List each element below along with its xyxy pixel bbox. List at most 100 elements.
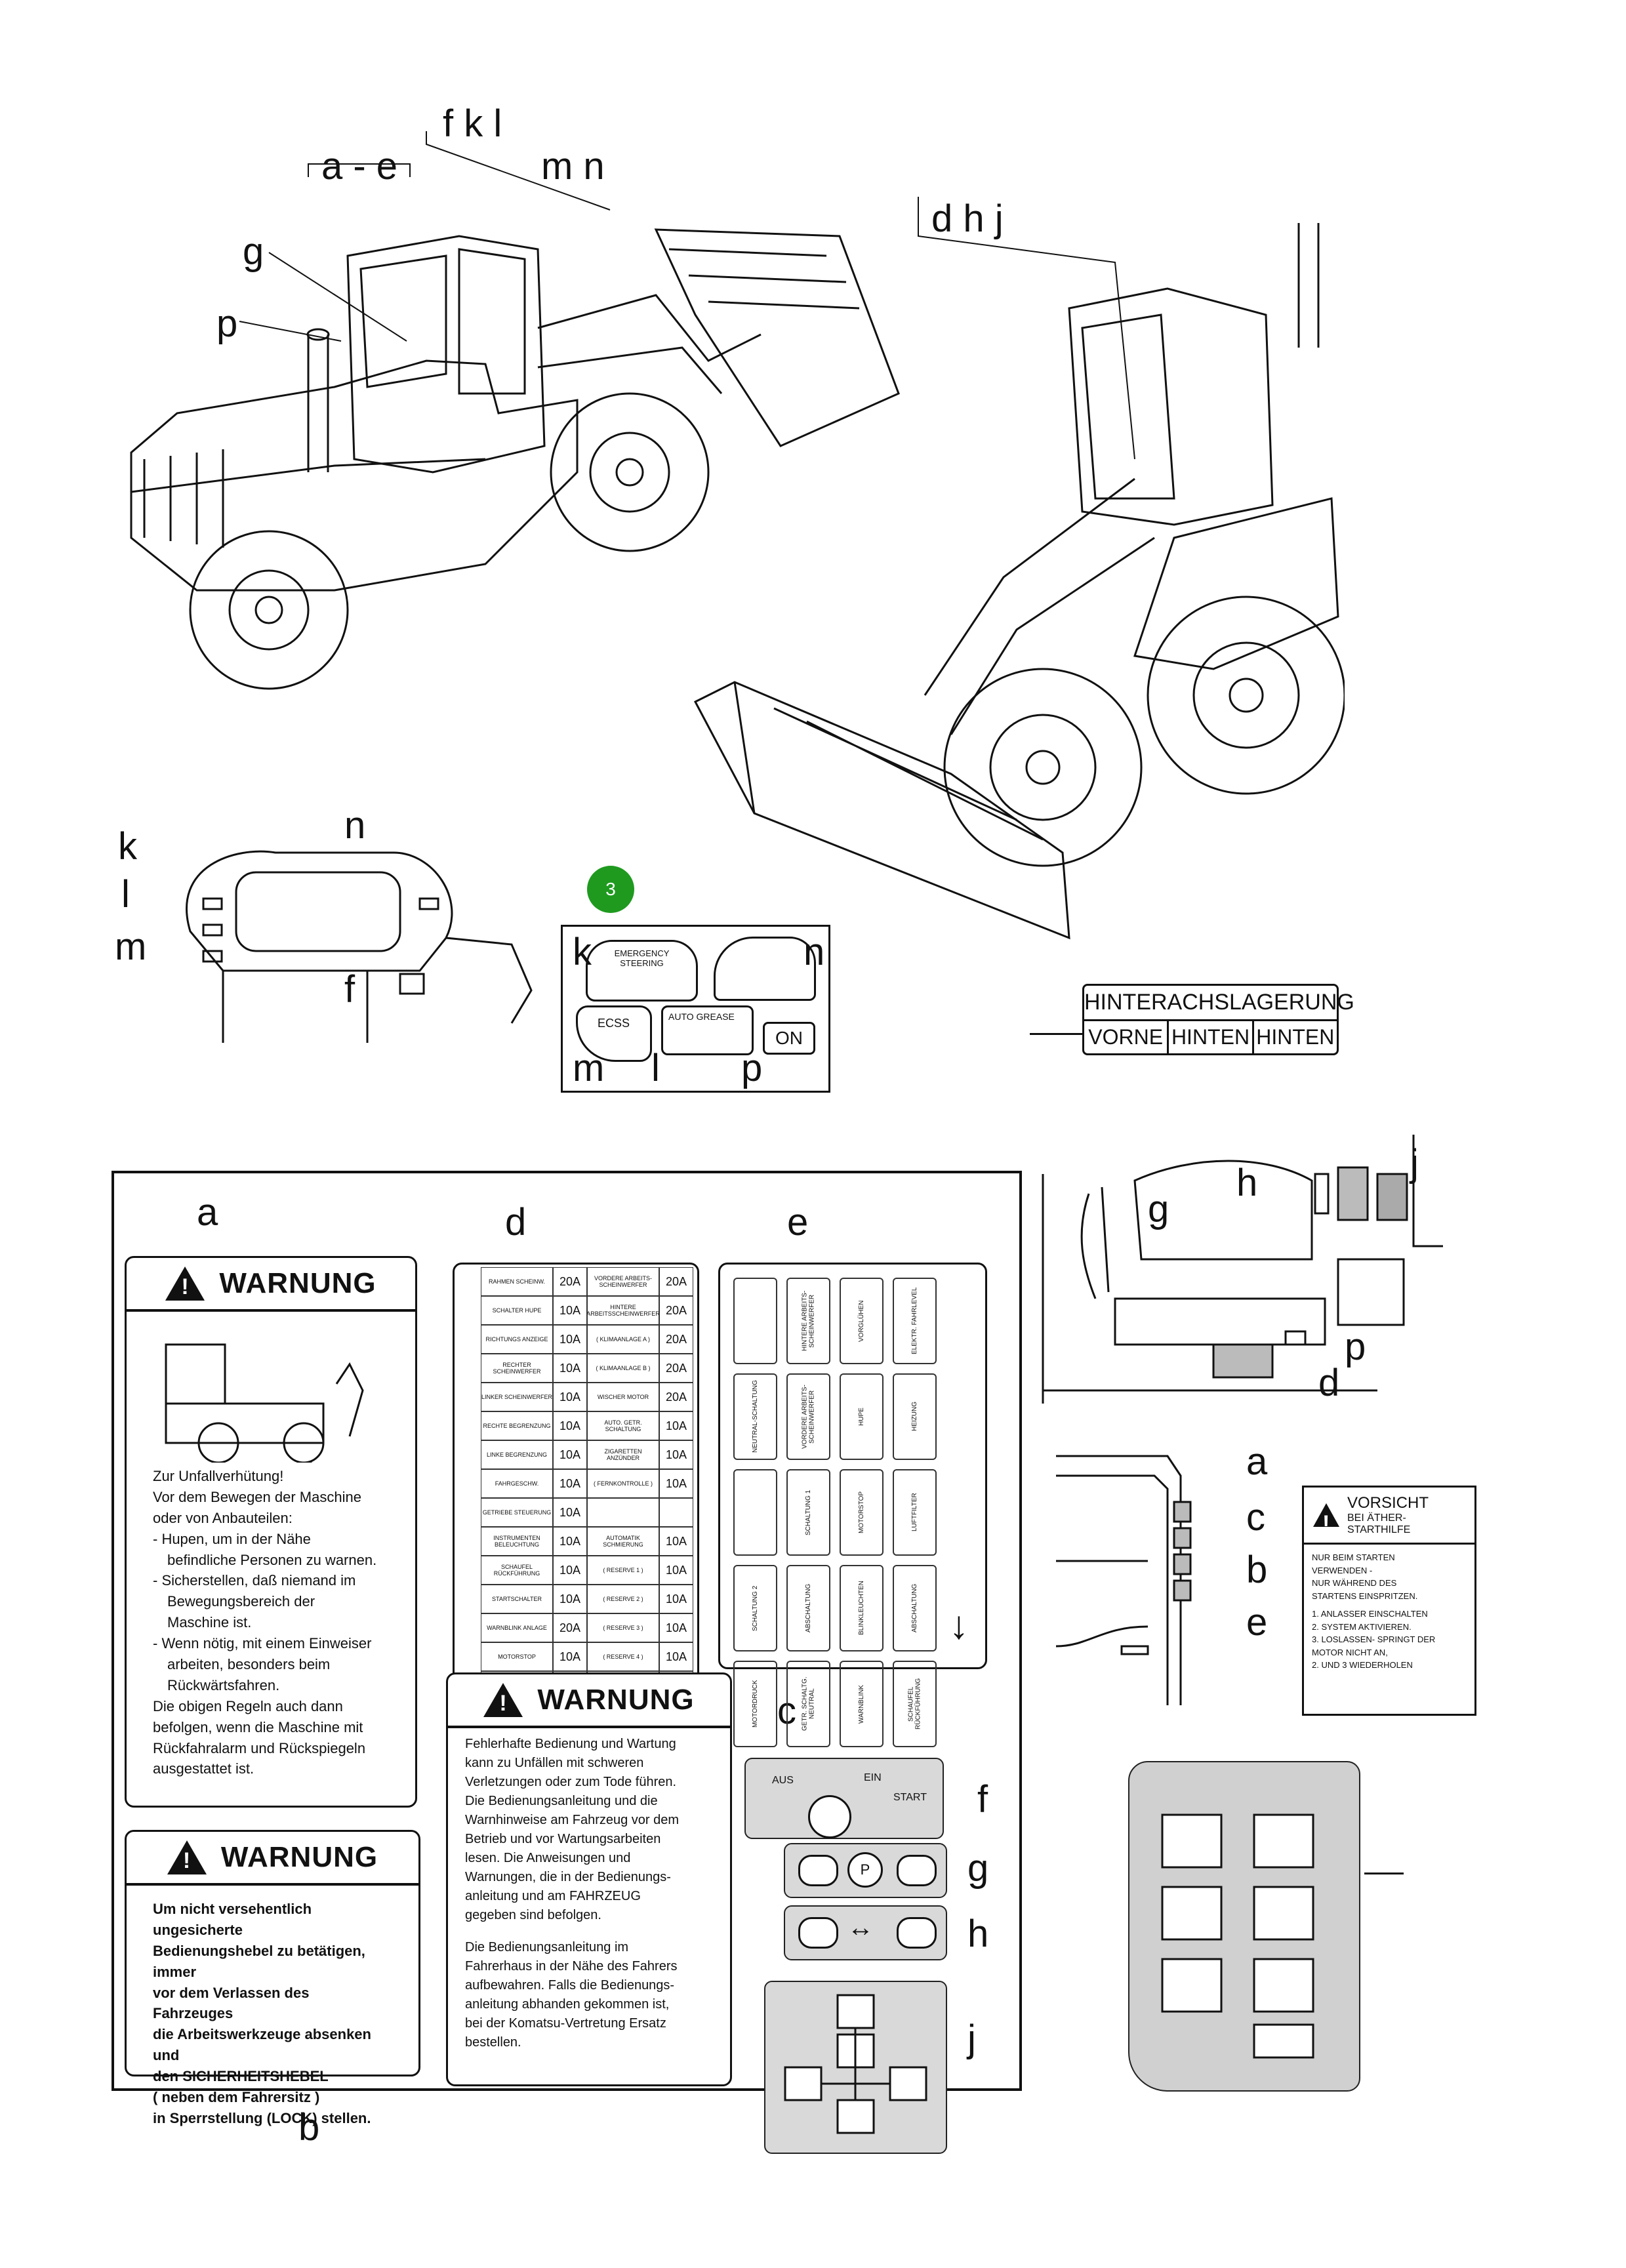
cab-interior-sketch — [1042, 1135, 1443, 1404]
lever-pattern-icon — [784, 1994, 927, 2134]
cab-callout-d: d — [1318, 1362, 1340, 1404]
warning-a-title: WARNUNG — [219, 1267, 376, 1299]
fuse-cell: INSTRUMENTEN BELEUCHTUNG — [481, 1527, 553, 1556]
lock-label-h: ↔ — [784, 1905, 947, 1960]
warning-c-title: WARNUNG — [537, 1684, 695, 1716]
caution-title: VORSICHT — [1347, 1494, 1429, 1512]
relay-slot: ELEKTR. FAHRLEVEL — [893, 1278, 937, 1364]
rear-axle-label: HINTERACHSLAGERUNG VORNE HINTEN HINTEN — [1082, 984, 1354, 1055]
relay-slot: ABSCHALTUNG — [893, 1565, 937, 1651]
dash-callout-n: n — [344, 804, 366, 847]
emergency-steering-label: EMERGENCY STEERING — [586, 940, 698, 1002]
fuse-cell: GETRIEBE STEUERUNG — [481, 1498, 553, 1527]
start-aus-text: AUS — [772, 1775, 794, 1786]
fuse-cell: 10A — [553, 1440, 587, 1469]
fuse-cell: 20A — [659, 1383, 693, 1411]
fuse-cell: RECHTE BEGRENZUNG — [481, 1411, 553, 1440]
side-callout-e: e — [1246, 1601, 1268, 1644]
fuse-cell: 10A — [553, 1585, 587, 1613]
on-label: ON — [763, 1022, 815, 1055]
unlock-icon — [897, 1855, 937, 1886]
relay-slot: HEIZUNG — [893, 1373, 937, 1460]
ecss-text: ECSS — [598, 1017, 630, 1030]
warning-triangle-icon — [483, 1683, 523, 1717]
relay-slot: NEUTRAL-SCHALTUNG — [733, 1373, 777, 1460]
fuse-cell: 20A — [659, 1267, 693, 1296]
warning-triangle-icon — [165, 1266, 205, 1301]
callout-p: p — [216, 302, 238, 345]
cab-callout-g: g — [1148, 1188, 1169, 1230]
callout-g: g — [243, 230, 264, 273]
fuse-cell: 10A — [553, 1642, 587, 1671]
fuse-cell: ZIGARETTEN ANZÜNDER — [587, 1440, 659, 1469]
dash-callout-l: l — [121, 873, 130, 916]
rear-axle-title: HINTERACHSLAGERUNG — [1084, 986, 1354, 1021]
fuse-cell: ( RESERVE 3 ) — [587, 1613, 659, 1642]
switch-label-panel: EMERGENCY STEERING ECSS AUTO GREASE ON — [561, 925, 830, 1093]
fuse-cell: 20A — [659, 1354, 693, 1383]
fuse-cell: 10A — [659, 1527, 693, 1556]
fuse-cell: 10A — [553, 1411, 587, 1440]
box-callout-f: f — [977, 1778, 988, 1821]
side-callout-b: b — [1246, 1549, 1268, 1591]
fuse-cell: RICHTUNGS ANZEIGE — [481, 1325, 553, 1354]
relay-slot: MOTORSTOP — [840, 1469, 884, 1556]
key-slot-icon — [808, 1795, 851, 1838]
relay-slot — [733, 1469, 777, 1556]
relay-slot: LUFTFILTER — [893, 1469, 937, 1556]
fuse-cell: 10A — [659, 1440, 693, 1469]
fuse-cell: 20A — [553, 1613, 587, 1642]
start-switch-label-f: AUS EIN START — [744, 1758, 944, 1839]
warning-c-header: WARNUNG — [448, 1674, 730, 1728]
panel3-callout-n: n — [803, 931, 825, 973]
warning-triangle-icon — [1313, 1503, 1339, 1537]
fuse-cell: MOTORSTOP — [481, 1642, 553, 1671]
arrow-down-icon: ↓ — [949, 1603, 969, 1647]
relay-slot: MOTORDRUCK — [733, 1661, 777, 1747]
side-callout-a: a — [1246, 1440, 1268, 1483]
relay-slot: VORDERE ARBEITS-SCHEINWERFER — [786, 1373, 830, 1460]
caution-subtitle: BEI ÄTHER- STARTHILFE — [1347, 1512, 1411, 1535]
fuse-cell: WARNBLINK ANLAGE — [481, 1613, 553, 1642]
warning-label-b: WARNUNG Um nicht versehentlich ungesiche… — [125, 1830, 420, 2126]
fuse-cell: LINKER SCHEINWERFER — [481, 1383, 553, 1411]
fuse-cell: 10A — [659, 1585, 693, 1613]
relay-slot: BLINKLEUCHTEN — [840, 1565, 884, 1651]
fuse-cell: 10A — [659, 1469, 693, 1498]
relay-slot: GETR. SCHALTG. NEUTRAL — [786, 1661, 830, 1747]
fuse-cell: ( RESERVE 1 ) — [587, 1556, 659, 1585]
side-callout-c: c — [1246, 1496, 1265, 1539]
dashboard-sketch — [186, 850, 533, 1043]
relay-slot: SCHAUFEL RÜCKFÜHRUNG — [893, 1661, 937, 1747]
fuse-cell: ( RESERVE 2 ) — [587, 1585, 659, 1613]
double-arrow-icon: ↔ — [847, 1913, 874, 1942]
blank-label-n — [714, 937, 816, 1001]
cab-callout-j: j — [1410, 1142, 1419, 1185]
fuse-cell: 20A — [659, 1325, 693, 1354]
lock-icon — [798, 1917, 838, 1949]
fuse-cell: 10A — [553, 1556, 587, 1585]
loader-illustration-left — [130, 228, 900, 690]
fuse-cell: 10A — [553, 1527, 587, 1556]
reverse-hazard-pictogram-icon — [165, 1343, 364, 1477]
box-callout-a: a — [197, 1191, 218, 1234]
cab-callout-p: p — [1345, 1326, 1366, 1368]
loader-illustration-right — [693, 223, 1345, 940]
box-callout-d: d — [505, 1201, 527, 1244]
box-callout-b: b — [298, 2106, 320, 2149]
lock-label-g: P — [784, 1843, 947, 1898]
fuse-cell: 10A — [659, 1556, 693, 1585]
step-badge: 3 — [587, 866, 634, 913]
box-callout-j: j — [967, 2017, 976, 2060]
rear-axle-col-1: VORNE — [1084, 1021, 1169, 1053]
warning-triangle-icon — [167, 1840, 207, 1874]
fuse-cell: ( RESERVE 4 ) — [587, 1642, 659, 1671]
warning-a-header: WARNUNG — [127, 1258, 415, 1312]
warning-label-a: WARNUNG Zur Unfallverhütung!Vor dem Bewe… — [125, 1256, 417, 1808]
leader-decal — [1364, 1873, 1404, 1874]
relay-slot: WARNBLINK — [840, 1661, 884, 1747]
fuse-cell: STARTSCHALTER — [481, 1585, 553, 1613]
